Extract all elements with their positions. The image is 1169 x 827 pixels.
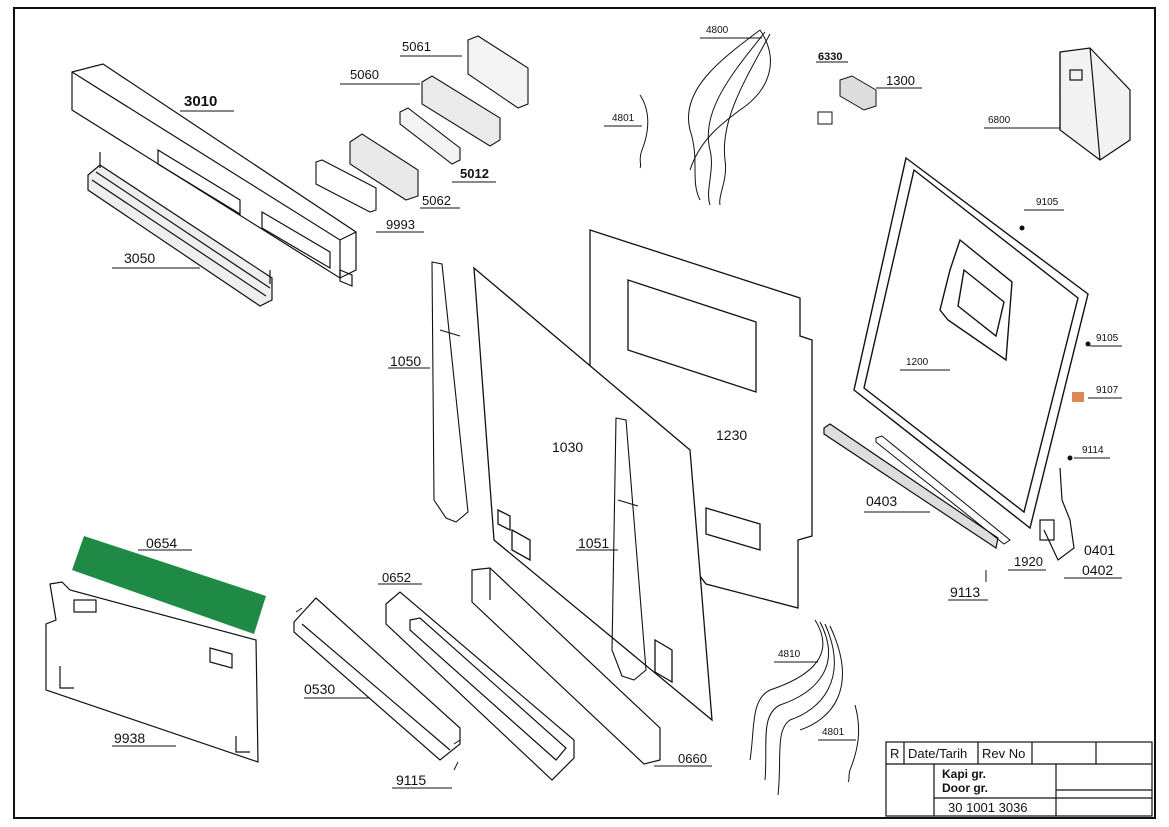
part-6330-1300 xyxy=(817,75,877,125)
strip-0654 xyxy=(72,536,266,634)
harness-4800 xyxy=(688,29,771,206)
title-block-r: R xyxy=(890,746,900,761)
part-label-9938: 9938 xyxy=(114,730,146,746)
sheet-border xyxy=(13,7,1156,819)
handle-0652 xyxy=(385,591,575,781)
bracket-1050 xyxy=(431,261,469,523)
part-label-5060: 5060 xyxy=(350,67,379,82)
title-block-name-tr: Kapi gr. xyxy=(942,767,987,781)
part-label-4801-bottom: 4801 xyxy=(822,727,845,738)
part-label-5061: 5061 xyxy=(402,39,431,54)
part-label-9107: 9107 xyxy=(1096,385,1119,396)
part-label-9105-right: 9105 xyxy=(1096,333,1119,344)
part-label-6800: 6800 xyxy=(988,115,1011,126)
part-label-1050: 1050 xyxy=(390,353,422,369)
part-label-0654: 0654 xyxy=(146,535,178,551)
title-block-date: Date/Tarih xyxy=(908,746,968,761)
rail-0403 xyxy=(823,423,999,549)
part-label-1030: 1030 xyxy=(552,439,584,455)
strip-1920 xyxy=(875,435,1011,545)
part-label-4800: 4800 xyxy=(706,25,729,36)
part-label-0652: 0652 xyxy=(382,570,411,585)
part-label-1920: 1920 xyxy=(1014,554,1043,569)
part-label-4810: 4810 xyxy=(778,649,801,660)
part-label-9115: 9115 xyxy=(396,772,427,788)
title-block xyxy=(885,741,1153,817)
module-6800 xyxy=(1059,47,1131,161)
hinge-0401-0402 xyxy=(1039,467,1075,561)
part-label-6330: 6330 xyxy=(818,51,843,63)
outer-door-1200 xyxy=(853,156,1089,530)
title-block-name-en: Door gr. xyxy=(942,781,989,795)
inner-door-1030 xyxy=(473,266,713,722)
part-label-9113: 9113 xyxy=(950,584,981,600)
title-block-rev: Rev No xyxy=(982,746,1026,761)
part-label-3050: 3050 xyxy=(124,250,156,266)
screws xyxy=(295,225,1091,771)
control-panel-3010 xyxy=(71,63,357,287)
part-label-0530: 0530 xyxy=(304,681,336,697)
part-label-9105-top: 9105 xyxy=(1036,197,1059,208)
part-label-4801-top: 4801 xyxy=(612,113,635,124)
leader-lines xyxy=(112,37,1122,789)
part-label-3010: 3010 xyxy=(184,93,218,110)
part-label-1230: 1230 xyxy=(716,427,748,443)
part-label-5012: 5012 xyxy=(460,166,489,181)
part-label-0401: 0401 xyxy=(1084,542,1116,558)
part-label-1300: 1300 xyxy=(886,73,915,88)
harness-4810 xyxy=(749,619,843,796)
duct-0660 xyxy=(471,567,661,765)
part-label-9114: 9114 xyxy=(1082,445,1104,456)
electronics-5060-5061-5062 xyxy=(315,35,529,213)
part-label-5062: 5062 xyxy=(422,193,451,208)
cable-4801-top xyxy=(639,94,649,169)
bracket-1051 xyxy=(611,417,647,681)
part-label-9993: 9993 xyxy=(386,217,415,232)
part-label-0403: 0403 xyxy=(866,493,898,509)
rail-3050 xyxy=(87,152,273,307)
cable-4801-bottom xyxy=(847,704,860,783)
panel-9938 xyxy=(45,581,259,763)
part-label-1200: 1200 xyxy=(906,357,929,368)
part-label-0402: 0402 xyxy=(1082,562,1114,578)
part-label-1051: 1051 xyxy=(578,535,610,551)
title-block-doc-no: 30 1001 3036 xyxy=(948,800,1028,815)
part-label-0660: 0660 xyxy=(678,751,707,766)
profile-0530 xyxy=(293,597,461,761)
